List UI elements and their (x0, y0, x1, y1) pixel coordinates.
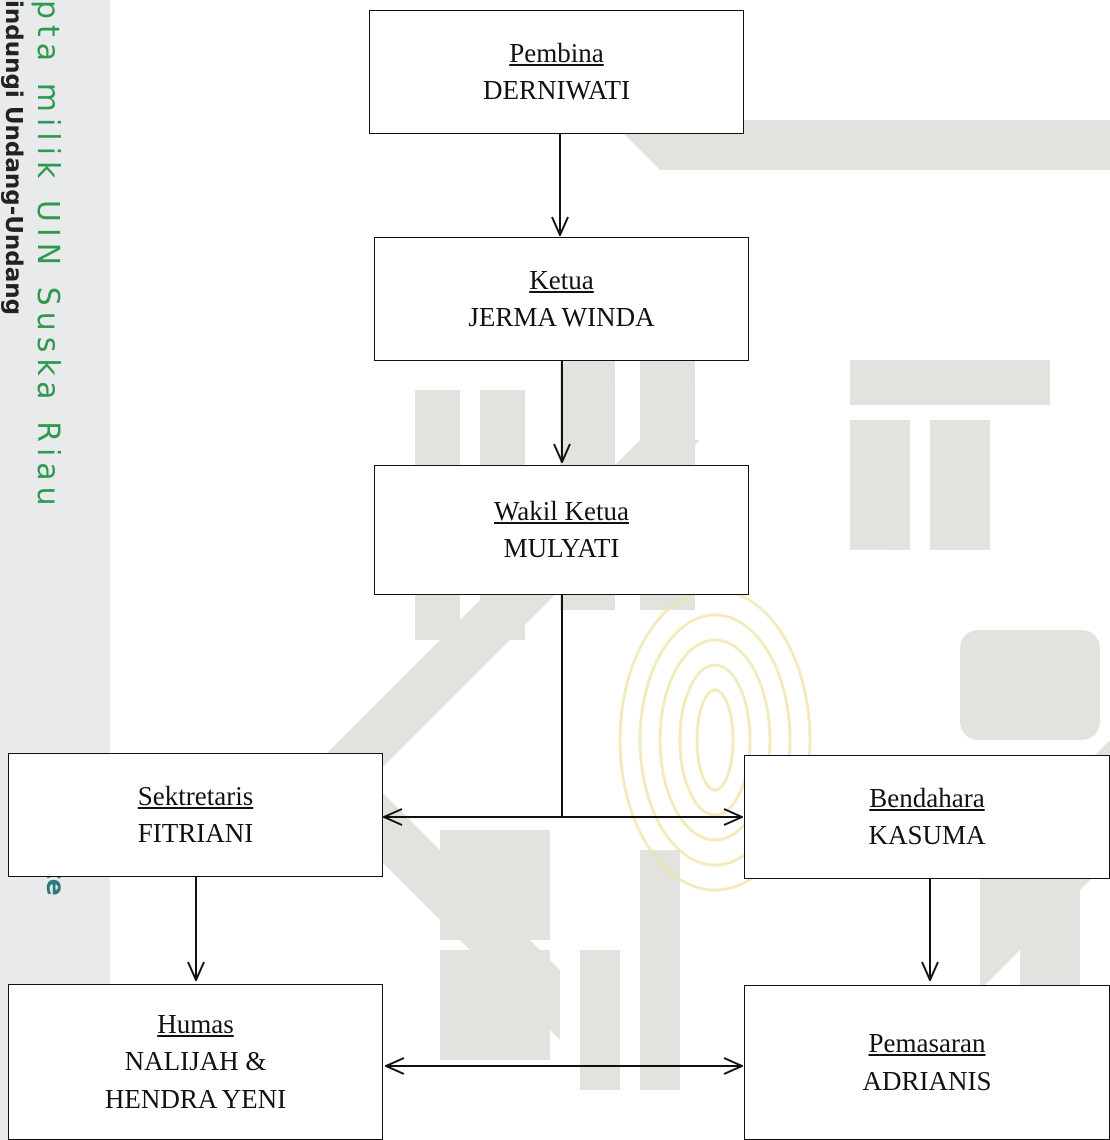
node-bendahara: Bendahara KASUMA (744, 755, 1110, 879)
node-name: ADRIANIS (862, 1065, 992, 1096)
node-humas: Humas NALIJAH & HENDRA YENI (8, 984, 383, 1140)
node-wakil-ketua: Wakil Ketua MULYATI (374, 465, 749, 595)
gold-emblem-watermark (618, 588, 812, 892)
node-ketua: Ketua JERMA WINDA (374, 237, 749, 361)
node-role: Humas (157, 1009, 234, 1040)
node-name: HENDRA YENI (104, 1083, 287, 1114)
node-name: MULYATI (503, 533, 620, 563)
node-sekretaris: Sektretaris FITRIANI (8, 753, 383, 877)
node-role: Ketua (529, 264, 594, 295)
node-name: JERMA WINDA (468, 302, 655, 332)
node-name: KASUMA (868, 820, 986, 850)
watermark-shape-lower4 (640, 850, 680, 1090)
node-role: Sektretaris (137, 780, 254, 811)
node-role: Wakil Ketua (493, 495, 630, 526)
node-role: Pemasaran (868, 1028, 986, 1059)
watermark-shape-right2 (850, 420, 910, 550)
sidebar-watermark: indungi Undang-Undang pta milik UIN Susk… (0, 0, 110, 1140)
watermark-shape-right4 (960, 630, 1100, 740)
node-role: Bendahara (869, 782, 985, 813)
watermark-shape-right1 (850, 360, 1050, 405)
node-name: NALIJAH & (124, 1046, 267, 1077)
watermark-shape-right3 (930, 420, 990, 550)
node-pemasaran: Pemasaran ADRIANIS (744, 985, 1110, 1140)
node-role: Pembina (509, 37, 604, 68)
node-name: DERNIWATI (483, 75, 630, 105)
node-pembina: Pembina DERNIWATI (369, 10, 744, 134)
node-name: FITRIANI (137, 818, 254, 848)
